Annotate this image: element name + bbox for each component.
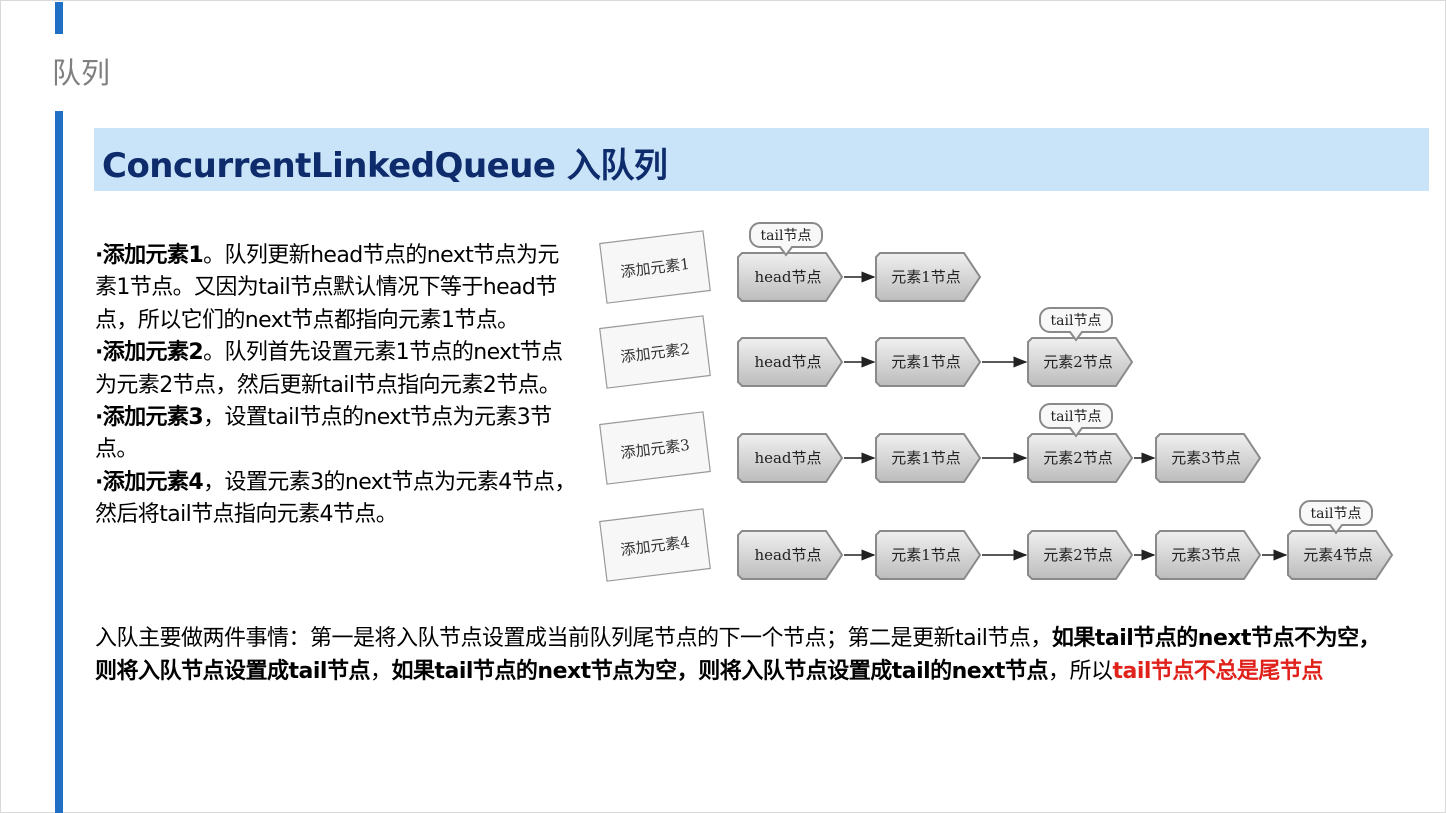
queue-node xyxy=(737,530,844,580)
tail-pointer-callout xyxy=(749,222,823,257)
step-label-card: 添加元素1 xyxy=(599,230,711,304)
queue-node-label: 元素1节点 xyxy=(891,353,961,371)
tail-pointer-label: tail节点 xyxy=(1051,313,1102,329)
description-step-2: ·添加元素2。队列首先设置元素1节点的next节点为元素2节点，然后更新tail… xyxy=(95,340,563,398)
description-step-3: ·添加元素3，设置tail节点的next节点为元素3节点。 xyxy=(95,405,552,463)
title-band xyxy=(94,128,1429,191)
queue-node-label: 元素3节点 xyxy=(1171,546,1241,564)
description-step-4: ·添加元素4，设置元素3的next节点为元素4节点，然后将tail节点指向元素4… xyxy=(95,469,576,528)
queue-node-label: head节点 xyxy=(754,449,821,467)
top-accent-bar xyxy=(55,2,63,34)
step-label-card: 添加元素3 xyxy=(599,411,711,485)
description-step-1: ·添加元素1。队列更新head节点的next节点为元素1节点。又因为tail节点… xyxy=(95,243,559,333)
queue-node-label: 元素1节点 xyxy=(891,546,961,564)
tail-pointer-callout xyxy=(1039,307,1113,342)
queue-node xyxy=(875,530,982,580)
queue-node xyxy=(1027,530,1134,580)
step-label-card: 添加元素4 xyxy=(599,508,711,582)
tail-pointer-callout xyxy=(1039,403,1113,438)
queue-node-label: head节点 xyxy=(754,546,821,564)
tail-pointer-label: tail节点 xyxy=(1311,506,1362,522)
queue-node-label: 元素2节点 xyxy=(1043,449,1113,467)
queue-node xyxy=(875,337,982,387)
section-title: 队列 xyxy=(52,56,111,90)
queue-node-label: 元素2节点 xyxy=(1043,546,1113,564)
queue-node xyxy=(737,337,844,387)
left-accent-bar xyxy=(55,111,63,813)
tail-pointer-label: tail节点 xyxy=(1051,409,1102,425)
queue-node xyxy=(737,252,844,302)
queue-node-label: 元素1节点 xyxy=(891,268,961,286)
step-label-card: 添加元素2 xyxy=(599,315,711,389)
queue-node-label: 元素3节点 xyxy=(1171,449,1241,467)
queue-node-label: 元素4节点 xyxy=(1303,546,1373,564)
tail-pointer-callout xyxy=(1299,500,1373,535)
slide-title: ConcurrentLinkedQueue 入队列 xyxy=(102,146,668,186)
tail-pointer-label: tail节点 xyxy=(761,228,812,244)
queue-node xyxy=(1027,337,1134,387)
queue-node xyxy=(1287,530,1394,580)
description-block: ·添加元素1。队列更新head节点的next节点为元素1节点。又因为tail节点… xyxy=(95,240,580,532)
queue-node xyxy=(737,433,844,483)
queue-node-label: head节点 xyxy=(754,353,821,371)
queue-node xyxy=(1155,433,1262,483)
queue-node-label: 元素1节点 xyxy=(891,449,961,467)
queue-node xyxy=(1027,433,1134,483)
queue-node xyxy=(875,252,982,302)
queue-node-label: 元素2节点 xyxy=(1043,353,1113,371)
queue-node xyxy=(1155,530,1262,580)
queue-node xyxy=(875,433,982,483)
summary-paragraph: 入队主要做两件事情：第一是将入队节点设置成当前队列尾节点的下一个节点；第二是更新… xyxy=(95,626,1381,684)
queue-node-label: head节点 xyxy=(754,268,821,286)
